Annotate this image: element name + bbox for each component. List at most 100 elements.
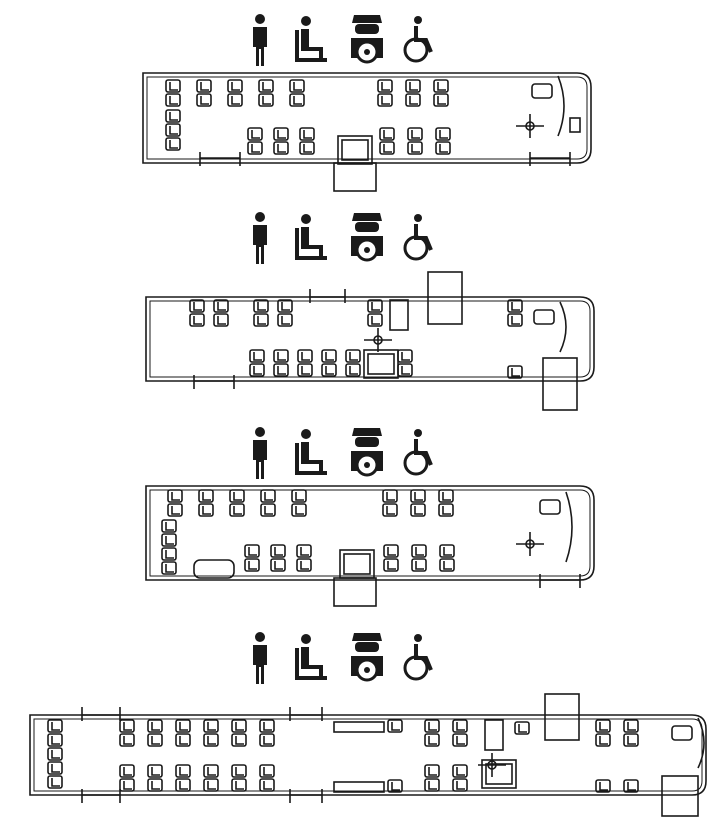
seat	[203, 764, 219, 778]
seat	[407, 127, 423, 141]
wheelchair-icon	[398, 12, 438, 73]
seat	[231, 764, 247, 778]
seat	[273, 363, 289, 377]
driver-cab	[671, 717, 705, 769]
seat	[147, 733, 163, 747]
seat	[379, 127, 395, 141]
seat	[175, 733, 191, 747]
seat	[260, 503, 276, 517]
driver-cab	[533, 301, 567, 353]
seat	[595, 719, 611, 733]
turn-axis-marker	[478, 753, 506, 777]
seat	[227, 79, 243, 93]
driver-icon	[346, 12, 388, 73]
seat	[382, 489, 398, 503]
seat	[299, 141, 315, 155]
seat	[47, 747, 63, 761]
seated-passenger-icon	[292, 210, 332, 271]
legend-row-1	[248, 12, 448, 68]
seat	[289, 93, 305, 107]
seat	[439, 558, 455, 572]
seat	[405, 79, 421, 93]
seated-passenger-icon	[292, 630, 332, 691]
seat	[299, 127, 315, 141]
legend-row-4	[248, 630, 448, 686]
seat	[227, 93, 243, 107]
seat	[47, 719, 63, 733]
seat	[623, 719, 639, 733]
seat	[165, 93, 181, 107]
seat	[623, 733, 639, 747]
seat	[296, 544, 312, 558]
seat	[407, 141, 423, 155]
seat	[345, 363, 361, 377]
seat	[514, 721, 530, 735]
seat	[433, 79, 449, 93]
seat	[231, 733, 247, 747]
wheelchair-ramp	[481, 759, 517, 789]
seat	[119, 733, 135, 747]
seat	[507, 299, 523, 313]
bus-layout-3	[145, 485, 595, 607]
seat	[47, 775, 63, 789]
seat	[203, 733, 219, 747]
seat	[623, 779, 639, 793]
seat	[424, 733, 440, 747]
bus-layout-1	[142, 72, 592, 192]
seat	[189, 313, 205, 327]
seat	[387, 719, 403, 733]
seat	[424, 778, 440, 792]
seat	[411, 544, 427, 558]
seat	[452, 733, 468, 747]
seat	[270, 558, 286, 572]
seat	[119, 719, 135, 733]
seat	[229, 489, 245, 503]
seat	[367, 313, 383, 327]
seat	[161, 519, 177, 533]
seat	[260, 489, 276, 503]
seat	[397, 349, 413, 363]
seat	[203, 719, 219, 733]
seat	[253, 313, 269, 327]
seat	[231, 778, 247, 792]
seat	[273, 127, 289, 141]
seat	[410, 503, 426, 517]
seat	[433, 93, 449, 107]
seat	[253, 299, 269, 313]
seat	[47, 761, 63, 775]
seat	[438, 489, 454, 503]
seat	[259, 733, 275, 747]
seat	[297, 363, 313, 377]
seat	[273, 141, 289, 155]
seated-passenger-icon	[292, 12, 332, 73]
standing-passenger-icon	[248, 425, 272, 486]
seat	[119, 764, 135, 778]
seat	[244, 544, 260, 558]
seat	[165, 137, 181, 151]
standing-passenger-icon	[248, 210, 272, 271]
seat	[383, 558, 399, 572]
seat	[291, 489, 307, 503]
seat	[367, 299, 383, 313]
seat	[147, 764, 163, 778]
wheelchair-icon	[398, 425, 438, 486]
seat	[397, 363, 413, 377]
seat	[277, 299, 293, 313]
seat	[213, 299, 229, 313]
seat	[387, 779, 403, 793]
seat	[383, 544, 399, 558]
seat	[189, 299, 205, 313]
seated-passenger-icon	[292, 425, 332, 486]
seat	[259, 764, 275, 778]
seat	[507, 313, 523, 327]
seat	[435, 141, 451, 155]
seat	[377, 79, 393, 93]
seat	[270, 544, 286, 558]
seat	[321, 349, 337, 363]
seat	[595, 733, 611, 747]
seat	[249, 349, 265, 363]
seat	[167, 489, 183, 503]
wheelchair-icon	[398, 630, 438, 691]
wheelchair-icon	[398, 210, 438, 271]
driver-icon	[346, 630, 388, 691]
